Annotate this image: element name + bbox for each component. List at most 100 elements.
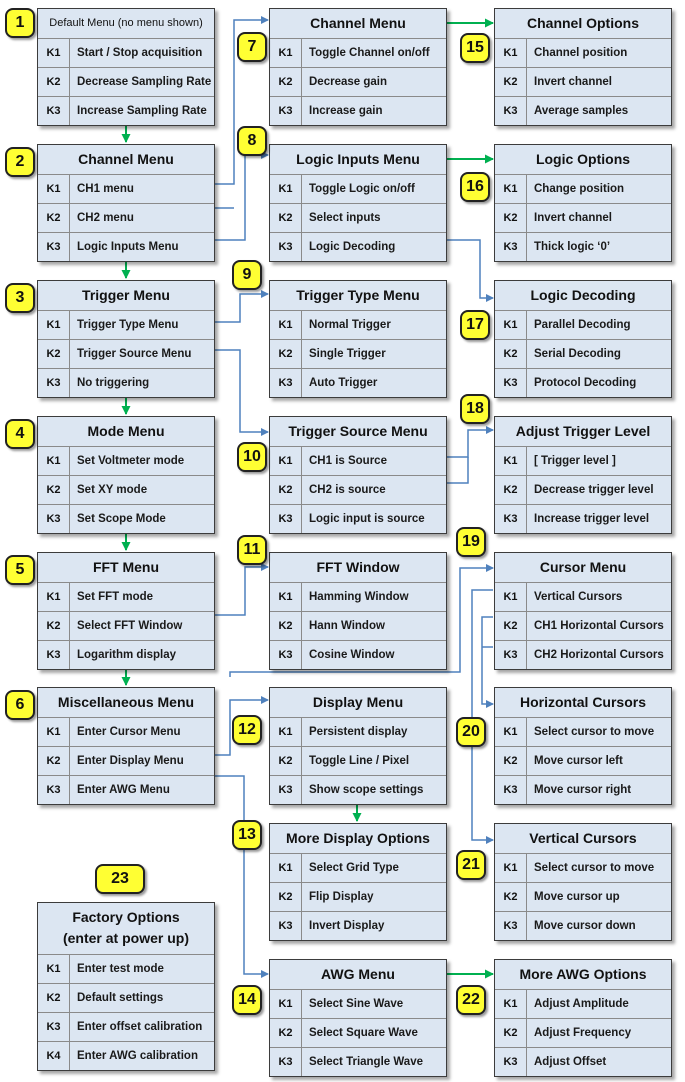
item-label: Move cursor right [534, 784, 632, 796]
item-label: CH2 is source [309, 484, 386, 496]
item-label: Select Triangle Wave [309, 1056, 423, 1068]
key-label: K3 [495, 369, 527, 397]
item-label: Normal Trigger [309, 319, 391, 331]
item-label: Select Square Wave [309, 1027, 418, 1039]
item-label: Vertical Cursors [534, 591, 623, 603]
key-label: K1 [270, 718, 302, 746]
item-label: Trigger Source Menu [77, 348, 192, 360]
key-label: K3 [495, 97, 527, 125]
key-label: K2 [270, 747, 302, 775]
arrow-2-to-8 [214, 151, 269, 241]
menu-title-text: Trigger Source Menu [288, 423, 428, 439]
item-label: Select Grid Type [309, 862, 399, 874]
key-label: K4 [38, 1042, 70, 1070]
item-label: Enter Cursor Menu [77, 726, 181, 738]
item-label: Decrease Sampling Rate [77, 76, 212, 88]
awg-menu-title: AWG Menu [270, 960, 446, 990]
default-menu-title: Default Menu (no menu shown) [38, 9, 214, 39]
number-badge: 11 [237, 535, 267, 565]
menu-title-text: Display Menu [312, 694, 404, 710]
key-label: K3 [270, 369, 302, 397]
item-label: CH2 Horizontal Cursors [534, 649, 664, 661]
item-label: CH1 is Source [309, 455, 387, 467]
item-label: Select cursor to move [534, 726, 655, 738]
channel-menu-main-title: Channel Menu [38, 145, 214, 175]
key-label: K1 [270, 39, 302, 67]
number-badge: 13 [232, 820, 262, 850]
key-label: K2 [38, 612, 70, 640]
key-label: K2 [38, 984, 70, 1012]
key-label: K1 [270, 447, 302, 475]
key-label: K2 [495, 340, 527, 368]
key-label: K1 [38, 583, 70, 611]
key-label: K1 [38, 955, 70, 983]
item-label: Move cursor left [534, 755, 623, 767]
item-label: Decrease gain [309, 76, 387, 88]
key-label: K3 [495, 1048, 527, 1076]
key-label: K1 [38, 175, 70, 203]
key-label: K3 [270, 912, 302, 940]
item-label: Select Sine Wave [309, 998, 404, 1010]
key-label: K1 [270, 583, 302, 611]
number-badge: 22 [456, 985, 486, 1015]
key-label: K2 [495, 68, 527, 96]
key-label: K3 [270, 505, 302, 533]
logic-decoding-title: Logic Decoding [495, 281, 671, 311]
item-label: Hamming Window [309, 591, 409, 603]
key-label: K1 [495, 583, 527, 611]
key-label: K1 [495, 175, 527, 203]
channel-menu-title: Channel Menu [270, 9, 446, 39]
key-label: K2 [38, 68, 70, 96]
menu-row: K1 CH1 is Source [270, 447, 446, 476]
item-label: Increase gain [309, 105, 383, 117]
number-badge: 1 [5, 8, 35, 38]
menu-title-text: More Display Options [286, 830, 430, 846]
key-label: K2 [38, 476, 70, 504]
arrow-10-to-18-k2 [446, 457, 469, 484]
item-label: No triggering [77, 377, 150, 389]
menu-title-text: Default Menu (no menu shown) [49, 17, 203, 29]
item-label: Select FFT Window [77, 620, 183, 632]
misc-menu-title: Miscellaneous Menu [38, 688, 214, 718]
key-label: K2 [270, 204, 302, 232]
item-label: CH2 menu [77, 212, 134, 224]
item-label: Set Scope Mode [77, 513, 166, 525]
number-badge: 2 [5, 147, 35, 177]
number-badge: 4 [5, 419, 35, 449]
key-label: K1 [495, 311, 527, 339]
number-badge: 12 [232, 715, 262, 745]
more-display-options-title: More Display Options [270, 824, 446, 854]
item-label: Toggle Channel on/off [309, 47, 430, 59]
item-label: Logarithm display [77, 649, 177, 661]
